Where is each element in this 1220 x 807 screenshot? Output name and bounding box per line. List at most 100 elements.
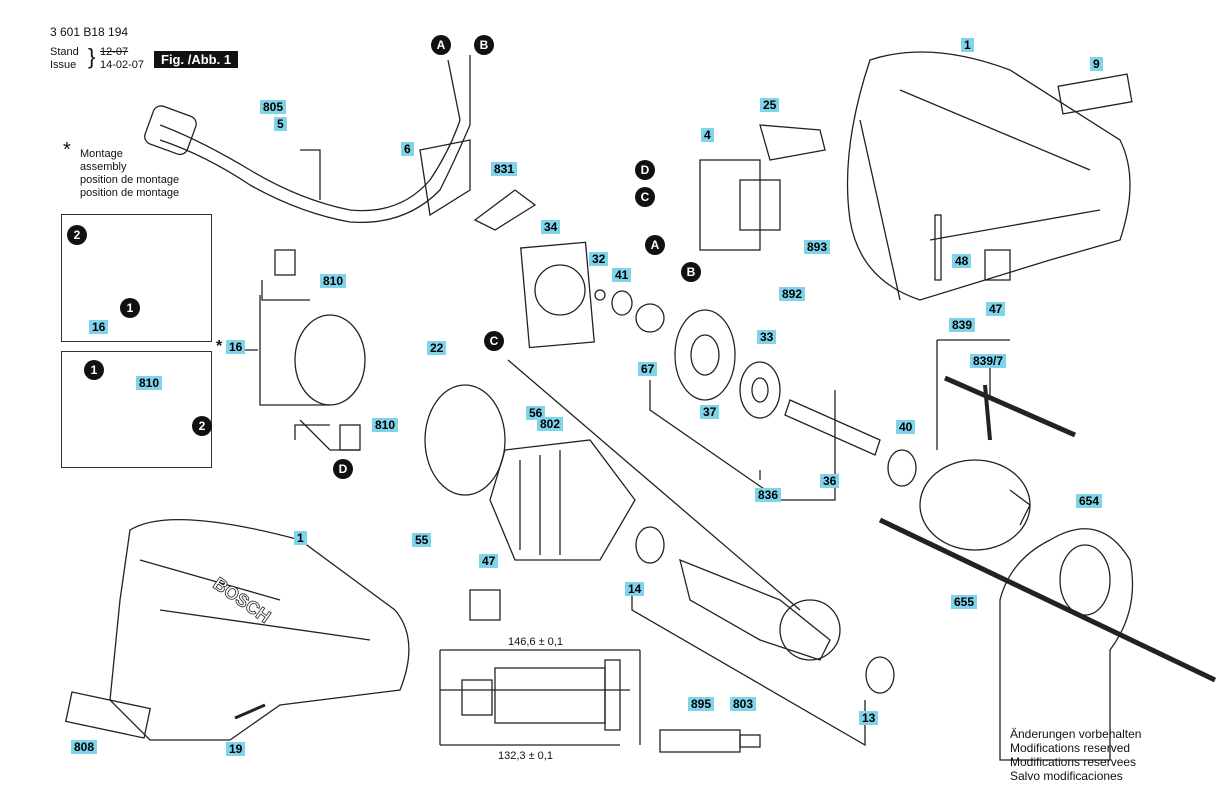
cable-strain-relief xyxy=(419,139,471,217)
stand-date: 12-07 xyxy=(100,46,129,58)
part-label-16-star: 16 xyxy=(226,340,246,354)
bearing-14 xyxy=(635,526,665,564)
fan-baffle xyxy=(520,241,595,349)
part-label-19: 19 xyxy=(226,742,246,756)
part-label-55: 55 xyxy=(412,533,432,547)
connector-b-switch: B xyxy=(681,262,701,282)
part-number: 3 601 B18 194 xyxy=(50,25,129,39)
part-label-802: 802 xyxy=(537,417,564,431)
part-label-895: 895 xyxy=(688,697,715,711)
connector-b-top: B xyxy=(474,35,494,55)
chuck-key xyxy=(943,375,1077,438)
part-label-25: 25 xyxy=(760,98,780,112)
assembly-inset-top xyxy=(61,214,212,342)
montage-note-3: position de montage xyxy=(80,174,180,186)
modifications-line-en: Modifications reserved xyxy=(1010,741,1131,755)
strip-48 xyxy=(934,214,942,281)
gear-37 xyxy=(674,309,736,401)
part-label-32: 32 xyxy=(589,252,609,266)
nameplate xyxy=(1057,73,1133,115)
drill-chuck xyxy=(919,459,1031,551)
issue-date: 14-02-07 xyxy=(100,59,145,71)
stator-802 xyxy=(489,439,636,561)
montage-note-1: Montage xyxy=(80,148,123,160)
part-label-810-a: 810 xyxy=(320,274,347,288)
part-label-654: 654 xyxy=(1076,494,1103,508)
issue-label: Issue xyxy=(50,59,77,71)
modifications-note: Änderungen vorbehalten Modifications res… xyxy=(1010,727,1141,783)
part-label-9: 9 xyxy=(1090,57,1103,71)
connector-a-top: A xyxy=(431,35,451,55)
part-label-810-b: 810 xyxy=(136,376,163,390)
step-1-inset-top: 1 xyxy=(120,298,140,318)
part-label-808: 808 xyxy=(71,740,98,754)
brush-holder-ring xyxy=(424,384,506,496)
grease-tube xyxy=(659,729,741,753)
part-label-810-c: 810 xyxy=(372,418,399,432)
connector-d-lead: D xyxy=(333,459,353,479)
part-label-839-7: 839/7 xyxy=(970,354,1007,368)
part-label-655: 655 xyxy=(951,595,978,609)
auxiliary-handle xyxy=(999,528,1134,761)
switch-lever xyxy=(759,124,826,161)
connector-c-lead: C xyxy=(484,331,504,351)
part-label-48: 48 xyxy=(952,254,972,268)
part-label-47-top: 47 xyxy=(986,302,1006,316)
housing-half-top xyxy=(846,51,1131,301)
part-label-16-inset: 16 xyxy=(89,320,109,334)
dimension-bottom: 132,3 ± 0,1 xyxy=(498,750,553,762)
bearing-13 xyxy=(865,656,895,694)
depth-rod xyxy=(878,517,1217,683)
step-2-inset-bottom: 2 xyxy=(192,416,212,436)
figure-label: Fig. /Abb. 1 xyxy=(154,51,239,68)
power-cord xyxy=(159,119,461,212)
washer-40 xyxy=(887,449,917,487)
cover-831 xyxy=(473,189,537,231)
power-plug xyxy=(144,105,197,156)
armature-803 xyxy=(679,558,831,661)
foam-47-top xyxy=(984,249,1011,281)
step-1-inset-bottom: 1 xyxy=(84,360,104,380)
brush-plate xyxy=(294,314,366,406)
nameplate-808 xyxy=(64,691,152,739)
connector-c-switch: C xyxy=(635,187,655,207)
part-label-41: 41 xyxy=(612,268,632,282)
part-label-4: 4 xyxy=(701,128,714,142)
part-label-36: 36 xyxy=(820,474,840,488)
part-label-5: 5 xyxy=(274,117,287,131)
screw-19 xyxy=(234,703,266,720)
montage-note-2: assembly xyxy=(80,161,127,173)
step-2-inset-top: 2 xyxy=(67,225,87,245)
part-label-6: 6 xyxy=(401,142,414,156)
part-label-836: 836 xyxy=(755,488,782,502)
foam-47 xyxy=(469,589,501,621)
part-label-67: 67 xyxy=(638,362,658,376)
modifications-line-de: Änderungen vorbehalten xyxy=(1010,727,1142,741)
brace: } xyxy=(88,44,96,69)
ball-32 xyxy=(594,289,606,301)
part-label-831: 831 xyxy=(491,162,518,176)
part-label-37: 37 xyxy=(700,405,720,419)
part-label-40: 40 xyxy=(896,420,916,434)
star-16-marker: * xyxy=(216,338,223,355)
part-label-839: 839 xyxy=(949,318,976,332)
part-label-13: 13 xyxy=(859,711,879,725)
modifications-line-es: Salvo modificaciones xyxy=(1010,769,1123,783)
part-label-47-bottom: 47 xyxy=(479,554,499,568)
stand-label: Stand xyxy=(50,46,79,58)
housing-bottom xyxy=(109,518,410,741)
part-label-33: 33 xyxy=(757,330,777,344)
carbon-brush-top xyxy=(274,249,296,276)
connector-a-switch: A xyxy=(645,235,665,255)
switch-body xyxy=(699,159,761,251)
spindle-36 xyxy=(784,399,881,456)
part-label-34: 34 xyxy=(541,220,561,234)
montage-note-4: position de montage xyxy=(80,187,180,199)
armature-dim-drawing xyxy=(494,667,606,724)
part-label-1-top: 1 xyxy=(961,38,974,52)
part-label-892: 892 xyxy=(779,287,806,301)
spring-41 xyxy=(611,290,633,316)
part-label-14: 14 xyxy=(625,582,645,596)
